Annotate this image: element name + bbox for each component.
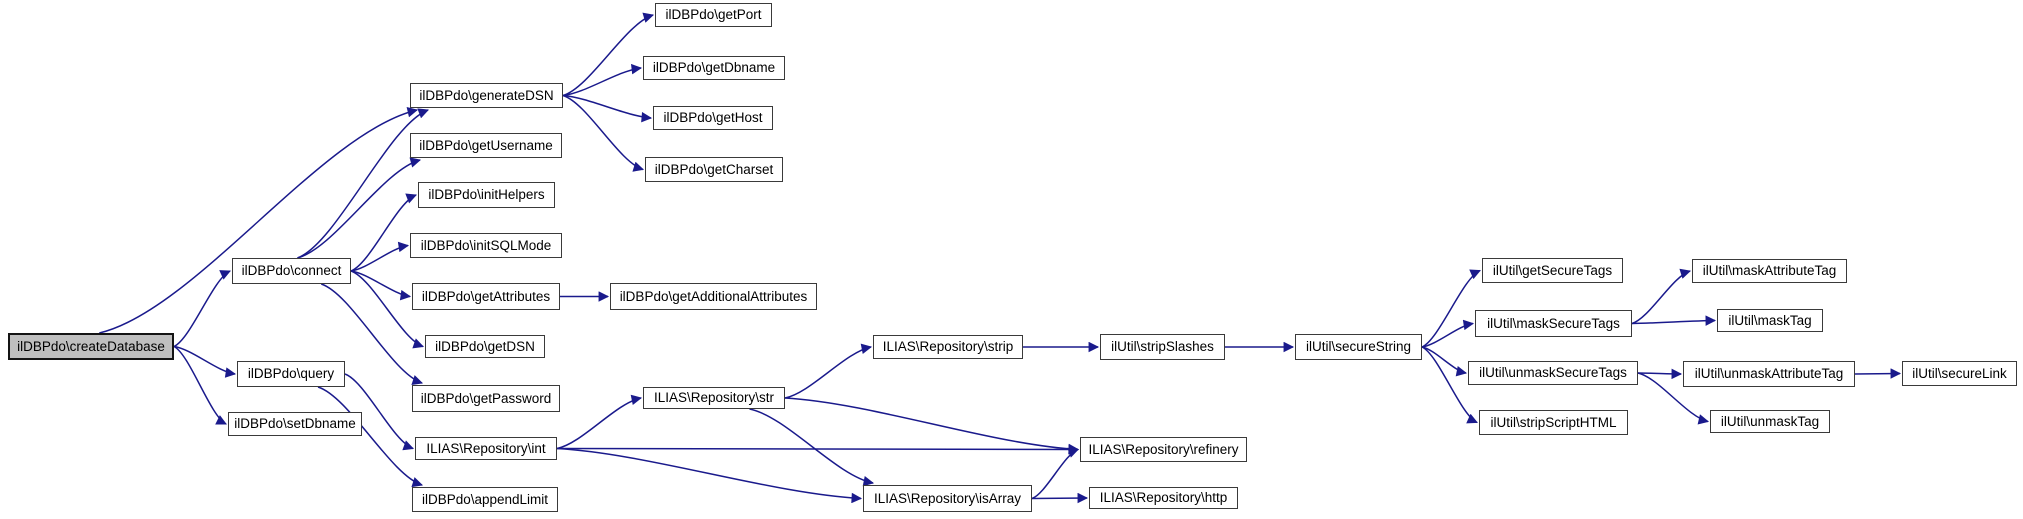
graph-node-unmaskAttributeTag[interactable]: ilUtil\unmaskAttributeTag [1683,361,1855,387]
graph-node-getDSN[interactable]: ilDBPdo\getDSN [425,335,545,358]
edge-str-refinery [784,397,1080,455]
edge-str-strip [784,343,873,399]
graph-node-getAdditionalAttributes[interactable]: ilDBPdo\getAdditionalAttributes [610,283,817,310]
edge-createDatabase-setDbname [173,345,227,425]
edge-query-int [344,373,414,451]
graph-node-getHost[interactable]: ilDBPdo\getHost [653,106,773,130]
graph-node-stripSlashes[interactable]: ilUtil\stripSlashes [1100,334,1225,360]
edge-secureString-getSecureTags [1421,269,1481,348]
edge-connect-getAttributes [350,270,412,301]
graph-node-maskAttributeTag[interactable]: ilUtil\maskAttributeTag [1692,259,1847,283]
edge-maskSecureTags-maskTag [1631,315,1717,326]
graph-node-isArray[interactable]: ILIAS\Repository\isArray [863,485,1032,512]
edge-int-refinery [556,444,1080,455]
graph-node-secureLink[interactable]: ilUtil\secureLink [1902,361,2017,386]
edge-int-str [556,394,643,450]
graph-node-getAttributes[interactable]: ilDBPdo\getAttributes [412,283,560,310]
edge-generateDSN-getCharset [562,94,645,172]
edge-createDatabase-connect [173,270,231,348]
edge-createDatabase-generateDSN [99,107,419,334]
graph-node-unmaskTag[interactable]: ilUtil\unmaskTag [1710,410,1830,433]
graph-node-getCharset[interactable]: ilDBPdo\getCharset [645,157,783,182]
graph-node-unmaskSecureTags[interactable]: ilUtil\unmaskSecureTags [1468,361,1638,385]
edge-connect-initSQLMode [350,241,410,272]
graph-node-generateDSN[interactable]: ilDBPdo\generateDSN [410,83,563,108]
edge-layer [99,12,1902,504]
edge-query-appendLimit [317,386,424,488]
edge-generateDSN-getHost [562,94,653,123]
graph-node-initHelpers[interactable]: ilDBPdo\initHelpers [418,182,555,208]
edge-maskSecureTags-maskAttributeTag [1631,268,1692,325]
graph-node-refinery[interactable]: ILIAS\Repository\refinery [1080,437,1247,462]
edge-unmaskSecureTags-unmaskTag [1637,372,1710,425]
edge-generateDSN-getDbname [562,63,643,97]
edge-isArray-refinery [1031,447,1079,500]
graph-node-connect[interactable]: ilDBPdo\connect [232,258,351,284]
edge-secureString-unmaskSecureTags [1421,346,1468,377]
edge-connect-initHelpers [350,193,417,272]
graph-node-createDatabase[interactable]: ilDBPdo\createDatabase [8,333,174,360]
graph-node-initSQLMode[interactable]: ilDBPdo\initSQLMode [410,233,562,258]
edge-connect-getDSN [350,270,424,349]
graph-node-getUsername[interactable]: ilDBPdo\getUsername [410,133,562,158]
edge-connect-generateDSN [297,108,429,259]
graph-node-setDbname[interactable]: ilDBPdo\setDbname [228,412,362,436]
edge-int-isArray [556,447,863,504]
graph-node-strip[interactable]: ILIAS\Repository\strip [873,335,1023,359]
graph-node-int[interactable]: ILIAS\Repository\int [415,437,557,460]
graph-node-getDbname[interactable]: ilDBPdo\getDbname [643,56,785,80]
graph-node-query[interactable]: ilDBPdo\query [237,361,345,387]
graph-node-maskTag[interactable]: ilUtil\maskTag [1717,309,1823,332]
edge-str-isArray [749,408,875,487]
edge-generateDSN-getPort [562,12,655,97]
graph-node-http[interactable]: ILIAS\Repository\http [1089,487,1238,509]
graph-node-getPassword[interactable]: ilDBPdo\getPassword [412,385,560,412]
graph-node-maskSecureTags[interactable]: ilUtil\maskSecureTags [1475,310,1632,337]
edge-createDatabase-query [173,345,237,378]
edge-secureString-maskSecureTags [1421,319,1475,348]
graph-node-getPort[interactable]: ilDBPdo\getPort [655,3,772,27]
edge-connect-getUsername [297,157,422,259]
edge-unmaskAttributeTag-secureLink [1854,368,1902,379]
edge-secureString-stripScriptHTML [1421,346,1478,424]
graph-node-stripScriptHTML[interactable]: ilUtil\stripScriptHTML [1479,410,1628,435]
edge-isArray-http [1031,492,1089,504]
graph-node-secureString[interactable]: ilUtil\secureString [1295,334,1422,360]
graph-node-str[interactable]: ILIAS\Repository\str [643,387,785,409]
graph-node-appendLimit[interactable]: ilDBPdo\appendLimit [412,487,558,512]
edge-unmaskSecureTags-unmaskAttributeTag [1637,368,1683,380]
edge-connect-getPassword [321,283,423,386]
graph-node-getSecureTags[interactable]: ilUtil\getSecureTags [1482,258,1623,283]
